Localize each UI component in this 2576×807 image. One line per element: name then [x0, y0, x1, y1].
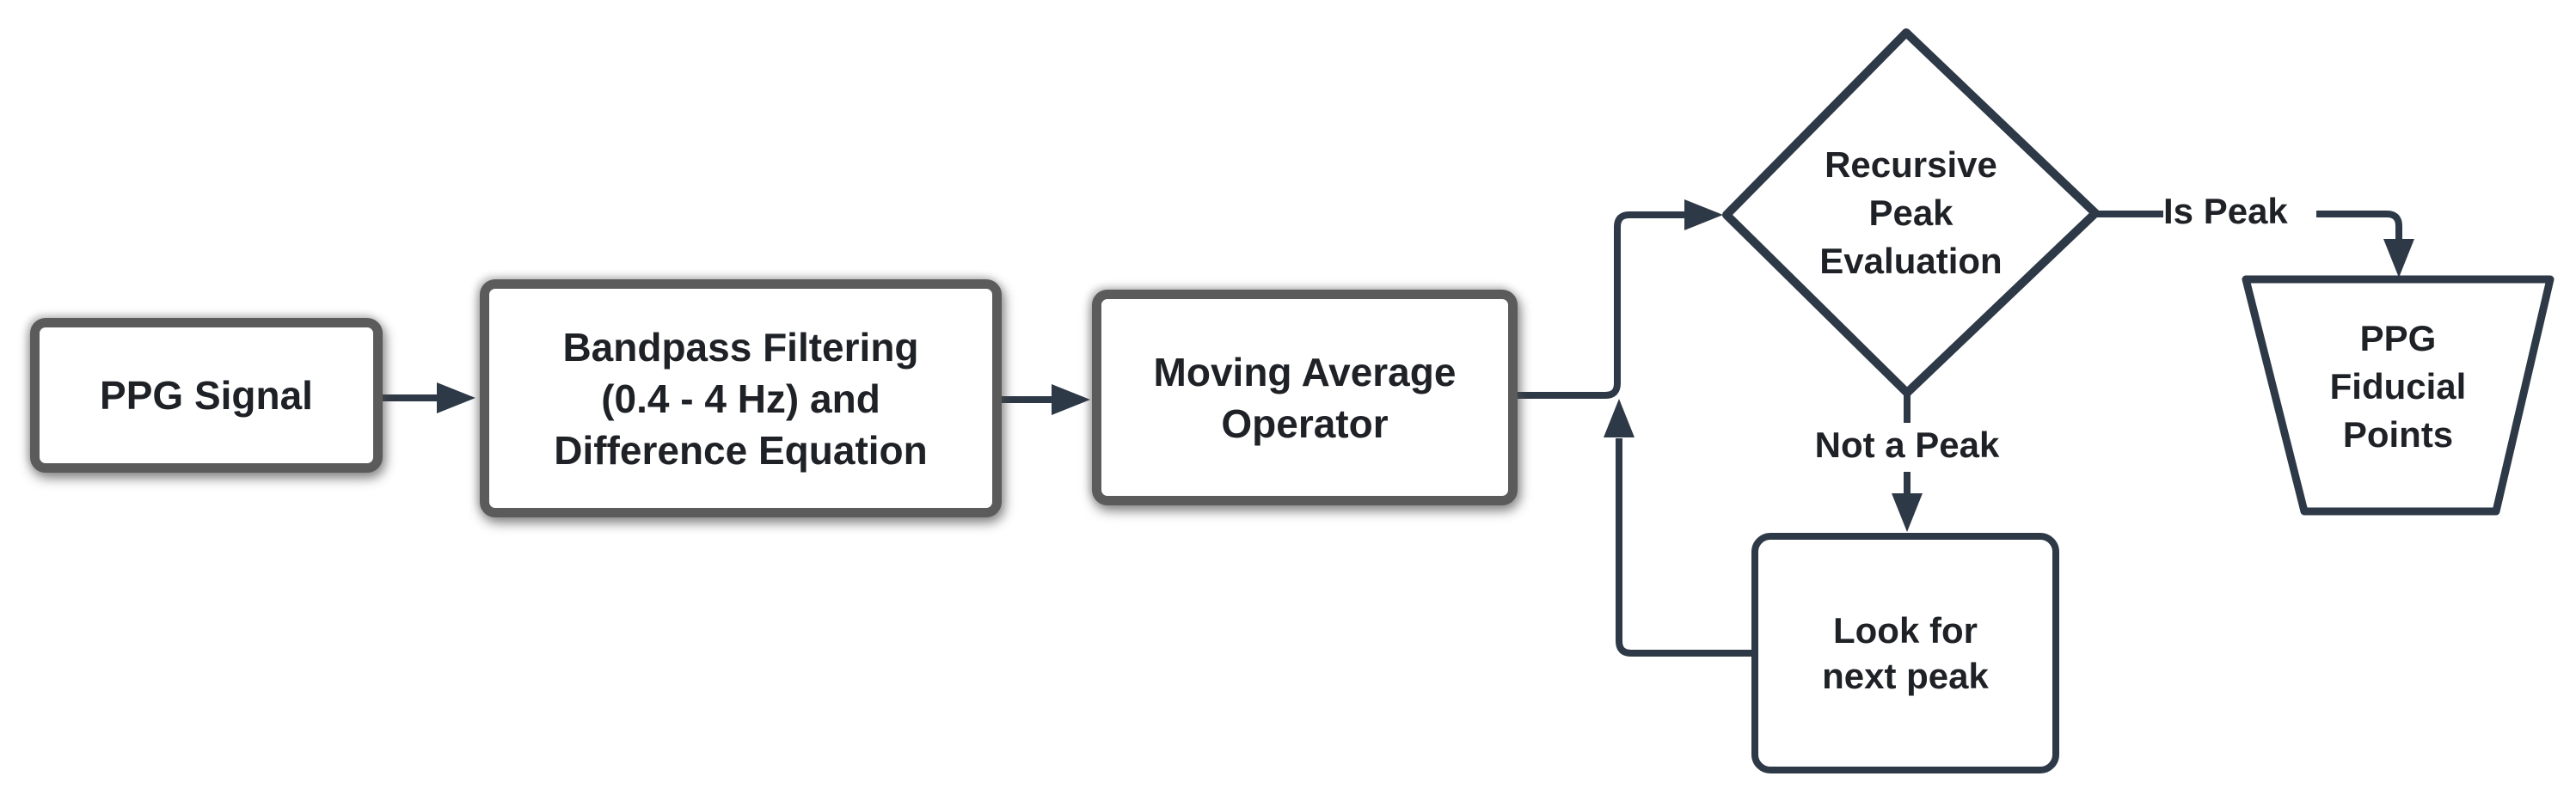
- edge-feedback-looknext-to-main: [1616, 438, 1751, 657]
- node-ppg-signal: [30, 318, 383, 473]
- edge-label-is-peak: Is Peak: [2163, 191, 2288, 231]
- decision-diamond-shape: [1722, 28, 2100, 397]
- arrowhead-into-movingavg: [1052, 384, 1090, 415]
- arrowhead-feedback-up: [1604, 399, 1635, 437]
- node-look-for-next-peak: [1751, 533, 2059, 773]
- arrowhead-into-fiducial: [2383, 239, 2414, 278]
- arrowhead-into-bandpass: [437, 382, 475, 413]
- arrowhead-into-looknext: [1892, 493, 1923, 532]
- node-moving-average: [1092, 290, 1518, 505]
- node-bandpass-filtering: [480, 279, 1002, 517]
- edge-decision-ispeak-right-segment: [2316, 211, 2402, 241]
- output-trapezoid-shape: [2242, 275, 2555, 516]
- edge-movingavg-to-decision: [1518, 211, 1686, 399]
- arrowhead-into-decision: [1684, 199, 1723, 230]
- edge-label-not-a-peak: Not a Peak: [1814, 425, 2000, 465]
